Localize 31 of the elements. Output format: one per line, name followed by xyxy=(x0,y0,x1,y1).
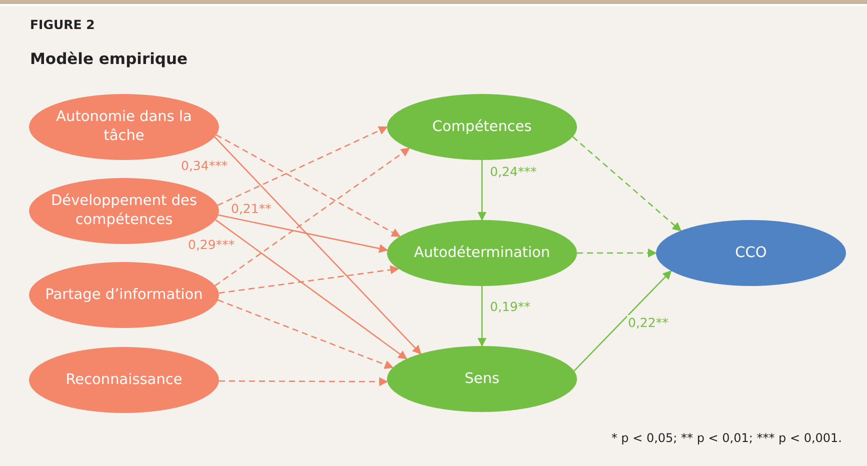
edge-label: 0,34*** xyxy=(180,158,229,173)
arrow xyxy=(215,219,408,360)
variable-name: Partage d’information xyxy=(44,286,204,304)
edge-label: 0,24*** xyxy=(489,164,538,179)
arrow xyxy=(574,270,672,372)
edge-label: 0,29*** xyxy=(187,237,236,252)
variable-name: Autodétermination xyxy=(412,244,552,262)
arrow xyxy=(478,286,486,347)
footnote: * p < 0,05; ** p < 0,01; *** p < 0,001. xyxy=(611,431,842,445)
variable-name: Reconnaissance xyxy=(64,370,184,390)
dashed-arrow xyxy=(214,148,410,286)
arrow xyxy=(218,214,388,253)
variable-name: CCO xyxy=(734,244,768,262)
variable-name: Sens xyxy=(464,370,500,388)
diagram-title: Modèle empirique xyxy=(30,50,188,68)
edge-label: 0,19** xyxy=(489,299,532,314)
arrow xyxy=(214,136,422,354)
variable-name: Autonomie dans la tâche xyxy=(55,108,193,146)
variable-name: Compétences xyxy=(431,118,533,136)
dashed-arrow xyxy=(218,299,394,369)
arrow xyxy=(478,160,486,221)
dashed-arrow xyxy=(217,126,388,206)
dashed-arrow xyxy=(572,136,682,232)
dashed-arrow xyxy=(218,265,400,294)
dashed-arrow xyxy=(216,134,401,237)
figure-number: FIGURE 2 xyxy=(30,17,95,32)
edge-label: 0,22** xyxy=(627,315,670,330)
dashed-arrow xyxy=(577,248,657,258)
edge-label: 0,21** xyxy=(230,201,272,216)
variable-name: Développement des compétences xyxy=(50,192,198,230)
dashed-arrow xyxy=(219,377,388,386)
